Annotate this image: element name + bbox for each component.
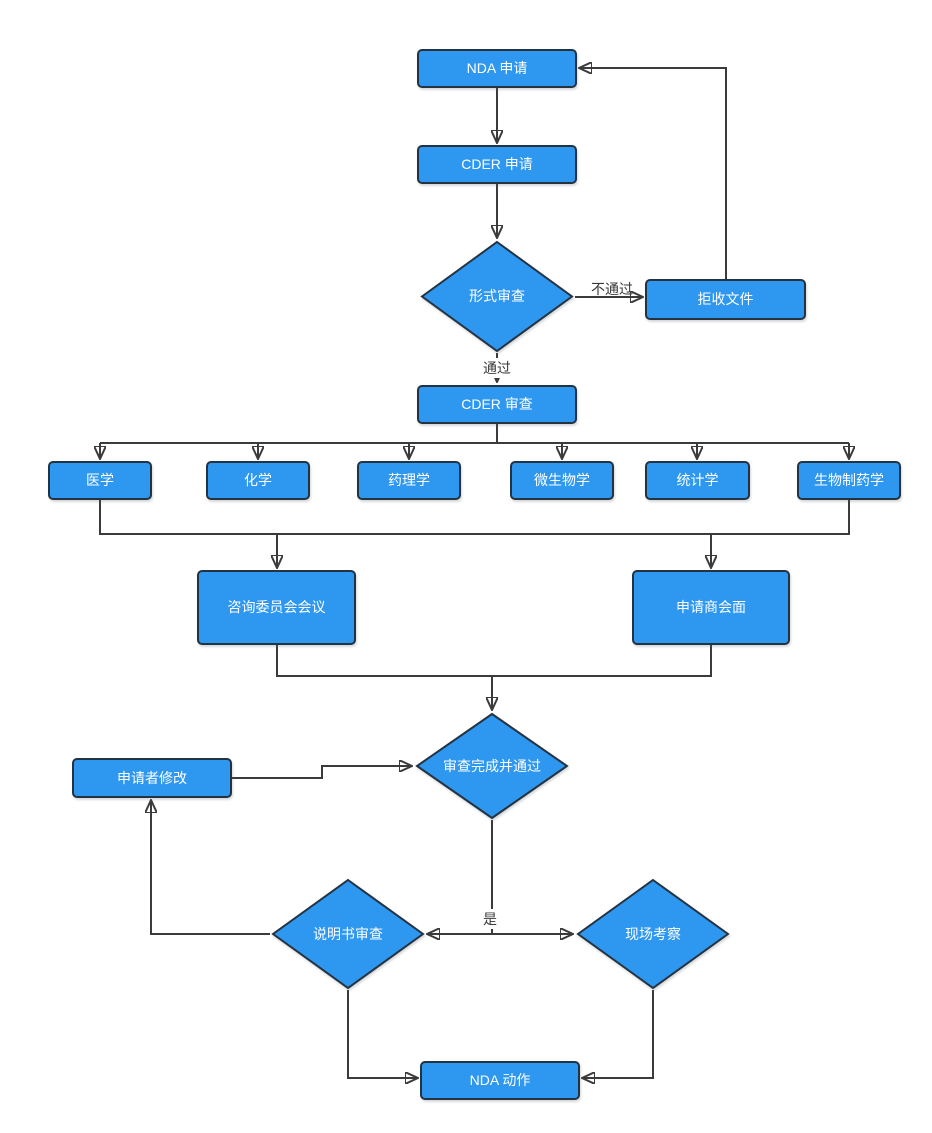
node-applicant-modify[interactable]: 申请者修改 (72, 758, 232, 798)
edge-label-fail: 不通过 (591, 281, 633, 297)
diamond-shape (271, 878, 425, 990)
node-biopharmaceutics[interactable]: 生物制药学 (797, 461, 901, 500)
node-microbiology-label: 微生物学 (534, 472, 590, 489)
node-site-inspection-label: 现场考察 (625, 925, 681, 942)
node-chemistry[interactable]: 化学 (206, 461, 310, 500)
node-reject-document[interactable]: 拒收文件 (645, 279, 806, 320)
node-advisory-committee-meeting[interactable]: 咨询委员会会议 (197, 570, 356, 645)
edge-site-inspection-to-nda-action (583, 990, 654, 1078)
edge-label-yes: 是 (481, 909, 499, 929)
node-microbiology[interactable]: 微生物学 (510, 461, 614, 500)
node-cder-application[interactable]: CDER 申请 (417, 145, 577, 184)
node-review-complete-decision[interactable]: 审查完成并通过 (414, 712, 570, 820)
node-statistics-label: 统计学 (676, 472, 719, 489)
node-advisory-committee-meeting-label: 咨询委员会会议 (227, 599, 326, 616)
edge-label-review-to-applicant-modify (151, 801, 270, 935)
node-applicant-meeting-label: 申请商会面 (676, 599, 746, 616)
node-cder-review-label: CDER 审查 (461, 396, 533, 413)
node-chemistry-label: 化学 (244, 472, 272, 489)
node-label-review[interactable]: 说明书审查 (270, 878, 426, 990)
node-pharmacology[interactable]: 药理学 (357, 461, 461, 500)
node-nda-application-label: NDA 申请 (466, 60, 528, 77)
node-formal-review-label: 形式审查 (469, 288, 525, 305)
diamond-shape (420, 240, 574, 353)
node-nda-action[interactable]: NDA 动作 (420, 1061, 580, 1100)
edge-collector-under-meetings (276, 645, 712, 677)
edge-applicant-modify-to-review-complete (232, 766, 411, 779)
edge-label-review-to-nda-action (347, 990, 417, 1078)
node-cder-application-label: CDER 申请 (461, 156, 533, 173)
node-biopharmaceutics-label: 生物制药学 (814, 472, 884, 489)
diamond-shape (415, 712, 569, 820)
edge-reject-loop-to-nda (580, 68, 727, 279)
node-nda-application[interactable]: NDA 申请 (417, 49, 577, 88)
node-pharmacology-label: 药理学 (388, 472, 430, 489)
node-label-review-label: 说明书审查 (313, 925, 383, 942)
node-statistics[interactable]: 统计学 (645, 461, 750, 500)
node-cder-review[interactable]: CDER 审查 (417, 385, 577, 424)
edge-label-pass: 通过 (481, 358, 513, 378)
node-formal-review[interactable]: 形式审查 (419, 240, 575, 353)
edge-collector-under-departments (99, 500, 850, 535)
diamond-shape (576, 878, 730, 990)
node-applicant-meeting[interactable]: 申请商会面 (632, 570, 790, 645)
node-site-inspection[interactable]: 现场考察 (575, 878, 731, 990)
node-reject-document-label: 拒收文件 (697, 291, 754, 308)
node-applicant-modify-label: 申请者修改 (117, 769, 187, 786)
node-medicine[interactable]: 医学 (48, 461, 152, 500)
node-review-complete-label: 审查完成并通过 (443, 757, 541, 774)
node-nda-action-label: NDA 动作 (469, 1072, 531, 1089)
node-medicine-label: 医学 (86, 472, 114, 489)
